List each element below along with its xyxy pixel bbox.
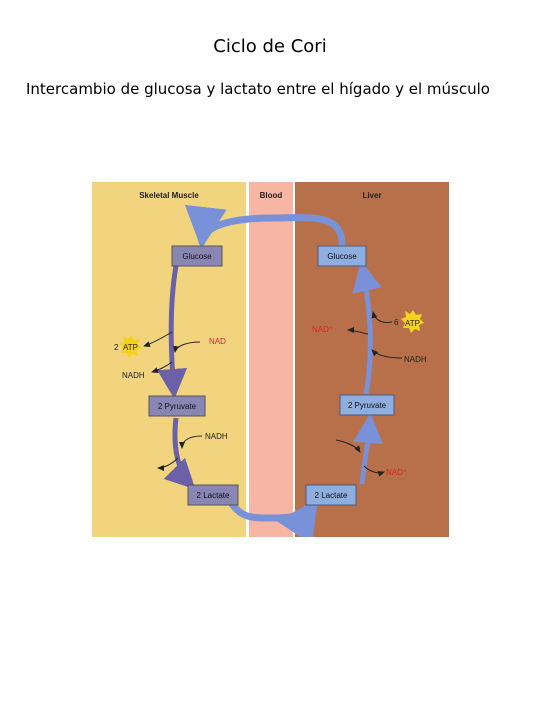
liver-nadh-label: NADH bbox=[404, 355, 427, 364]
lactate-transport-arrow bbox=[228, 498, 318, 537]
muscle-atp-count: 2 bbox=[114, 343, 119, 352]
muscle-panel bbox=[92, 182, 246, 537]
muscle-lactate-box bbox=[187, 484, 239, 506]
liver-nadh-arrow bbox=[371, 349, 403, 359]
muscle-atp-star bbox=[119, 335, 142, 358]
liver-gluconeogenesis-arrow-1 bbox=[353, 413, 384, 485]
muscle-header: Skeletal Muscle bbox=[139, 191, 199, 200]
muscle-pyruvate-label: 2 Pyruvate bbox=[158, 402, 197, 411]
liver-glucose-box bbox=[317, 245, 367, 267]
liver-atp-count: 6 bbox=[394, 318, 399, 327]
liver-atp-label: ATP bbox=[405, 319, 420, 328]
liver-nad-upper-label: NAD⁺ bbox=[312, 325, 333, 334]
muscle-lactate-label: 2 Lactate bbox=[197, 491, 230, 500]
muscle-atp-arrow bbox=[143, 331, 173, 347]
liver-atp-arrow bbox=[371, 311, 393, 323]
liver-nad-lower-arrow bbox=[363, 465, 385, 477]
liver-pyruvate-label: 2 Pyruvate bbox=[348, 401, 387, 410]
liver-glucose-label: Glucose bbox=[327, 252, 357, 261]
muscle-nadh-in-label: NADH bbox=[205, 432, 228, 441]
muscle-nad-arrow bbox=[173, 341, 201, 353]
liver-atp-star bbox=[401, 310, 424, 333]
liver-pyruvate-box bbox=[339, 394, 395, 416]
liver-nad-upper-arrow bbox=[347, 327, 369, 335]
muscle-glucose-box bbox=[171, 245, 223, 267]
muscle-nadh-out-label: NADH bbox=[122, 371, 145, 380]
liver-lactate-box bbox=[305, 484, 357, 506]
cori-cycle-diagram: Skeletal Muscle Blood Liver Glucose 2 Py… bbox=[92, 182, 449, 537]
liver-lactate-label: 2 Lactate bbox=[315, 491, 348, 500]
liver-nad-lower-label: NAD⁺ bbox=[386, 468, 407, 477]
muscle-glycolysis-arrow-1 bbox=[157, 265, 188, 399]
blood-panel bbox=[249, 182, 293, 537]
muscle-nadh-in-arrow bbox=[179, 435, 203, 449]
liver-nadh-in-arrow bbox=[335, 439, 361, 453]
muscle-nad-label: NAD bbox=[209, 337, 226, 346]
muscle-pyruvate-box bbox=[148, 395, 206, 417]
muscle-nadh-out-arrow bbox=[151, 361, 173, 373]
liver-header: Liver bbox=[362, 191, 381, 200]
liver-gluconeogenesis-arrow-2 bbox=[352, 261, 382, 395]
glucose-transport-arrow bbox=[185, 204, 346, 249]
blood-header: Blood bbox=[260, 191, 283, 200]
muscle-atp-label: ATP bbox=[123, 343, 138, 352]
muscle-nad-out-arrow bbox=[157, 457, 179, 471]
muscle-glycolysis-arrow-2 bbox=[163, 417, 196, 490]
page-subtitle: Intercambio de glucosa y lactato entre e… bbox=[26, 80, 490, 98]
muscle-glucose-label: Glucose bbox=[182, 252, 212, 261]
page-title: Ciclo de Cori bbox=[213, 36, 327, 57]
